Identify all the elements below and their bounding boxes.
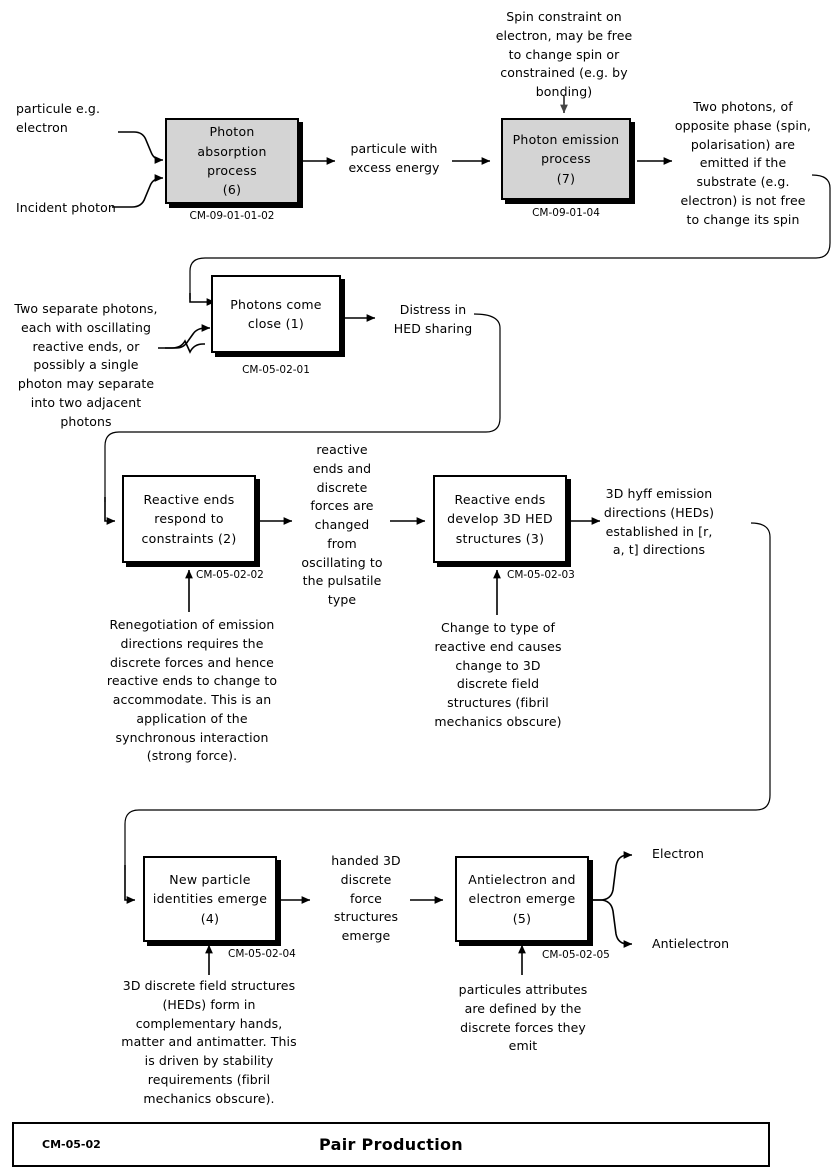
node-2-ref: CM-05-02-02 (196, 569, 264, 581)
node-7-line3: (7) (556, 170, 576, 186)
node-new-particle-identities[interactable]: New particle identities emerge (4) (143, 856, 277, 942)
node-4-line2: identities emerge (152, 891, 268, 907)
node-photon-emission-process[interactable]: Photon emission process (7) (501, 118, 631, 200)
node-6-line2: process (207, 163, 257, 178)
label-reactive-ends-changed: reactive ends and discrete forces are ch… (301, 442, 383, 607)
label-spin-constraint: Spin constraint on electron, may be free… (495, 9, 633, 99)
label-hyff-emission: 3D hyff emission directions (HEDs) estab… (603, 486, 715, 558)
node-2-line2: respond to (154, 511, 224, 527)
node-1-line1: Photons come (230, 296, 322, 312)
label-two-photons-output: Two photons, of opposite phase (spin, po… (674, 99, 812, 227)
node-photons-come-close[interactable]: Photons come close (1) (211, 275, 341, 353)
diagram-title: Pair Production (319, 1135, 463, 1154)
node-7-ref: CM-09-01-04 (532, 207, 600, 219)
node-6-line3: (6) (222, 182, 242, 198)
node-4-ref: CM-05-02-04 (228, 948, 296, 960)
node-3-line1: Reactive ends (454, 491, 546, 507)
node-5-line1: Antielectron and (468, 871, 576, 887)
diagram-title-bar: CM-05-02 Pair Production (12, 1122, 770, 1167)
node-2-line3: constraints (2) (141, 530, 237, 546)
node-3-ref: CM-05-02-03 (507, 569, 575, 581)
node-7-line1: Photon emission (512, 131, 620, 147)
node-6-ref: CM-09-01-01-02 (189, 210, 275, 222)
arrow-box5-to-electron (590, 851, 633, 901)
node-5-ref: CM-05-02-05 (542, 949, 610, 961)
node-4-line3: (4) (200, 910, 220, 926)
diagram-code: CM-05-02 (42, 1138, 101, 1151)
node-2-line1: Reactive ends (143, 491, 235, 507)
arrow-particle-to-absorption (118, 131, 164, 164)
arrow-into-new-particle-identities (124, 865, 136, 904)
arrow-two-separate-photons-to-box1b (165, 324, 211, 349)
label-electron-output: Electron (652, 846, 705, 861)
label-particle-excess-energy: particule with excess energy (348, 141, 440, 175)
arrow-box5-to-antielectron (590, 899, 633, 948)
arrow-into-reactive-ends-respond (104, 497, 116, 525)
label-incident-photon: Incident photon (16, 200, 116, 215)
node-5-line3: (5) (512, 910, 532, 926)
label-handed-3d: handed 3D discrete force structures emer… (331, 853, 401, 943)
label-antielectron-output: Antielectron (652, 936, 730, 951)
node-7-line2: process (541, 151, 591, 167)
node-reactive-ends-develop-3d-hed[interactable]: Reactive ends develop 3D HED structures … (433, 475, 567, 563)
label-particules-attributes-note: particules attributes are defined by the… (458, 982, 588, 1054)
label-distress-hed: Distress in HED sharing (393, 302, 473, 336)
label-hed-complementary-note: 3D discrete field structures (HEDs) form… (121, 978, 297, 1106)
node-reactive-ends-respond[interactable]: Reactive ends respond to constraints (2) (122, 475, 256, 563)
label-change-to-type-note: Change to type of reactive end causes ch… (434, 620, 562, 729)
node-5-line2: electron emerge (468, 891, 576, 907)
label-two-separate-photons: Two separate photons, each with oscillat… (14, 301, 158, 429)
arrow-two-separate-photons-to-box1 (158, 339, 205, 354)
node-3-line3: structures (3) (455, 530, 545, 546)
node-1-ref: CM-05-02-01 (242, 364, 310, 376)
node-4-line1: New particle (169, 871, 251, 887)
node-antielectron-electron-emerge[interactable]: Antielectron and electron emerge (5) (455, 856, 589, 942)
node-1-line2: close (1) (247, 316, 305, 331)
label-particle-input: particule e.g. electron (16, 101, 101, 135)
node-3-line2: develop 3D HED (447, 511, 553, 527)
node-photon-absorption-process[interactable]: Photon absorption process (6) (165, 118, 299, 204)
node-6-line1: Photon absorption (197, 124, 267, 159)
label-renegotiation-note: Renegotiation of emission directions req… (106, 617, 278, 764)
